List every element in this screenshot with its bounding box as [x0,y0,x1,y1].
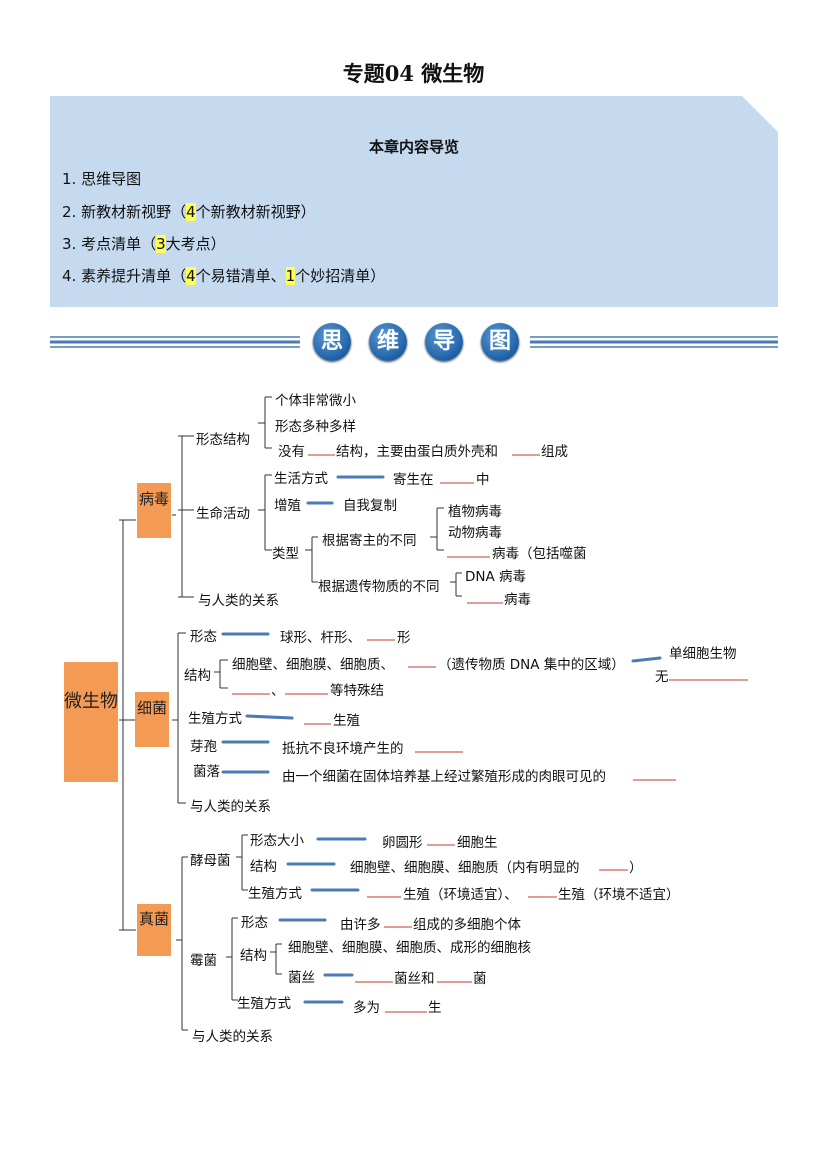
fungi-ysize-v1: 卵圆形 [382,835,423,851]
fungi-mold: 霉菌 [190,953,217,969]
bact-rel: 与人类的关系 [190,799,271,815]
fungi-hypha: 菌丝 [288,970,315,986]
virus-morph: 形态结构 [196,432,250,448]
virus-rep-v: 自我复制 [343,498,397,514]
virus-way-v2: 中 [476,472,490,488]
bact-shape-v2: 形 [397,630,411,646]
guide-heading: 本章内容导览 [368,138,459,156]
fungi-yrepro-v1: 生殖（环境适宜）、 [403,887,518,903]
fungi-mstruct: 结构 [240,948,267,964]
guide-item-4: 4. 素养提升清单（4个易错清单、1个妙招清单） [62,267,386,285]
guide-item-3: 3. 考点清单（3大考点） [62,235,226,253]
virus-way: 生活方式 [274,471,328,487]
guide-item-2: 2. 新教材新视野（4个新教材新视野） [62,203,316,221]
root-node: 微生物 [64,662,118,782]
bact-s2a: 、 [271,683,285,699]
virus-h2: 动物病毒 [448,525,502,541]
guide-box-corner [742,96,778,132]
bact-spore: 芽孢 [190,739,217,755]
bact-s1a: 细胞壁、细胞膜、细胞质、 [232,657,394,673]
virus-m2: 形态多种多样 [275,419,356,435]
fungi-hypha-v2: 菌 [473,971,487,987]
fungi-yeast: 酵母菌 [190,853,231,869]
bact-shape-v1: 球形、杆形、 [280,630,361,646]
bact-colony: 菌落 [193,764,220,780]
virus-g2: 病毒 [504,592,531,608]
virus-node: 病毒 [137,483,171,538]
bact-shape: 形态 [190,629,217,645]
virus-rep: 增殖 [274,498,301,514]
fungi-node: 真菌 [137,904,171,956]
guide-box [50,96,778,307]
bact-spore-v: 抵抗不良环境产生的 [282,741,404,757]
virus-m3b: 结构，主要由蛋白质外壳和 [336,444,498,460]
virus-type: 类型 [272,546,299,562]
virus-m3a: 没有 [278,444,305,460]
fungi-ysize: 形态大小 [250,833,304,849]
fungi-mshape: 形态 [241,915,268,931]
virus-g1: DNA 病毒 [465,569,527,585]
virus-gen: 根据遗传物质的不同 [318,579,440,595]
fungi-ystruct: 结构 [250,859,277,875]
fungi-mrepro-v1: 多为 [353,1000,380,1016]
fungi-ystruct-v2: ） [629,860,643,876]
bact-uni: 单细胞生物 [669,646,737,662]
fungi-mrepro: 生殖方式 [237,996,291,1012]
banner-char: 图 [481,323,519,361]
bact-colony-v: 由一个细菌在固体培养基上经过繁殖形成的肉眼可见的 [282,769,606,785]
bact-struct: 结构 [184,668,211,684]
fungi-hypha-v1: 菌丝和 [394,971,435,987]
fungi-rel: 与人类的关系 [192,1029,273,1045]
virus-h3: 病毒（包括噬菌 [492,546,587,562]
virus-way-v1: 寄生在 [393,472,434,488]
bact-none: 无 [655,669,669,685]
bact-repro-v: 生殖 [333,713,360,729]
fungi-mrepro-v2: 生 [428,1000,442,1016]
virus-life: 生命活动 [196,506,250,522]
virus-m3c: 组成 [541,444,568,460]
banner-char: 维 [369,323,407,361]
virus-host: 根据寄主的不同 [322,533,417,549]
virus-rel: 与人类的关系 [198,593,279,609]
guide-item-1: 1. 思维导图 [62,170,142,188]
fungi-ystruct-v1: 细胞壁、细胞膜、细胞质（内有明显的 [350,860,580,876]
fungi-ysize-v2: 细胞生 [457,835,498,851]
fungi-mstruct-v: 细胞壁、细胞膜、细胞质、成形的细胞核 [288,940,531,956]
bact-s1b: （遗传物质 DNA 集中的区域） [438,657,625,673]
virus-h1: 植物病毒 [448,504,502,520]
banner-char: 导 [425,323,463,361]
bacteria-node: 细菌 [135,692,169,747]
fungi-yrepro: 生殖方式 [248,886,302,902]
virus-m1: 个体非常微小 [275,393,356,409]
page-title: 专题04 微生物 [342,61,485,86]
banner-char: 思 [313,323,351,361]
fungi-mshape-v2: 组成的多细胞个体 [413,917,521,933]
fungi-yrepro-v2: 生殖（环境不适宜） [558,887,680,903]
fungi-mshape-v1: 由许多 [340,917,381,933]
bact-s2b: 等特殊结 [330,683,384,699]
bact-repro: 生殖方式 [188,711,242,727]
